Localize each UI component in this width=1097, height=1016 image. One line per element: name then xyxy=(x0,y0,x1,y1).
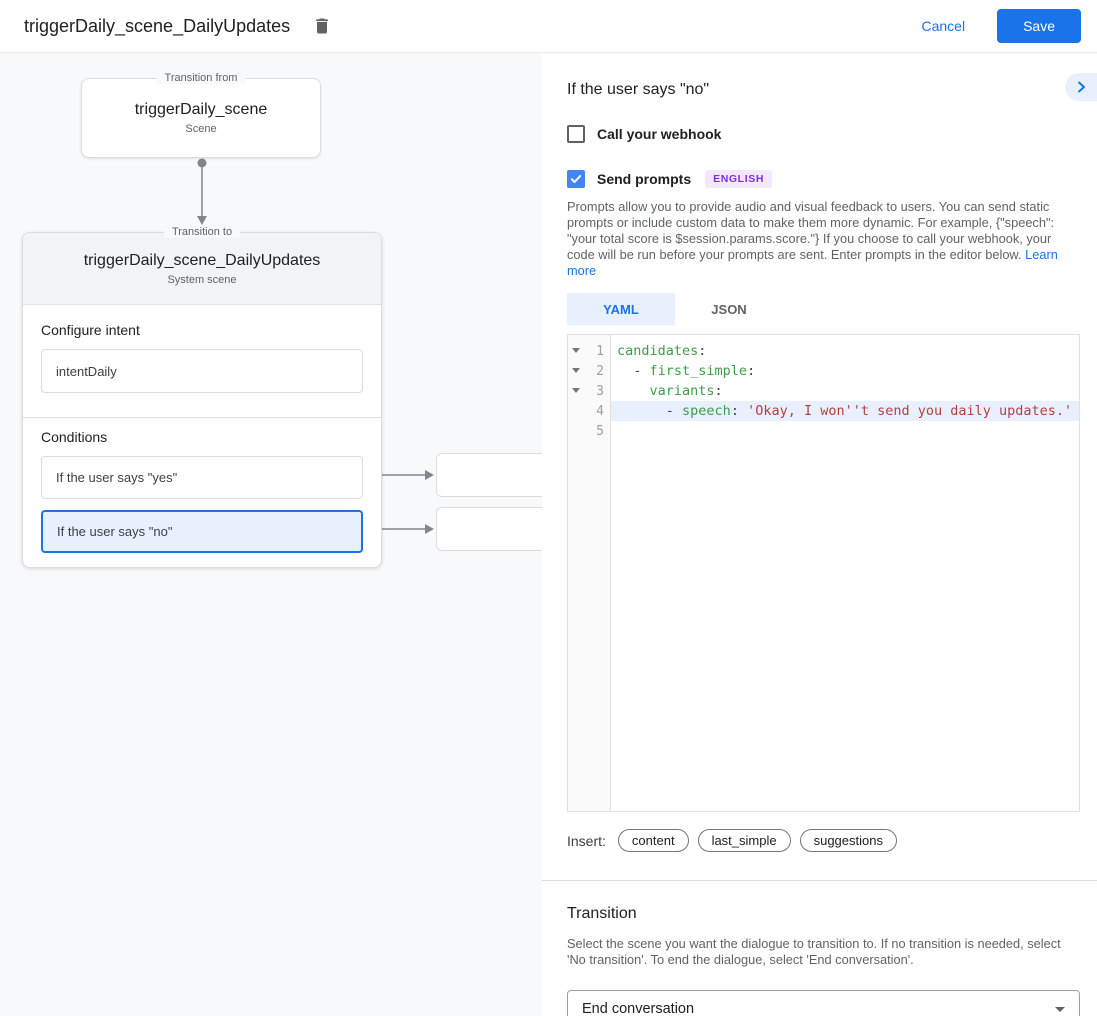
fold-toggle-icon[interactable] xyxy=(572,368,580,373)
code-token: first_simple xyxy=(649,363,748,379)
condition-target-box-no[interactable] xyxy=(436,507,542,551)
call-webhook-row: Call your webhook xyxy=(567,125,1080,143)
insert-label: Insert: xyxy=(567,832,606,849)
panel-title: If the user says "no" xyxy=(567,81,710,98)
line-number: 5 xyxy=(596,423,604,439)
code-line[interactable] xyxy=(611,421,1079,441)
call-webhook-checkbox[interactable] xyxy=(567,125,585,143)
code-token xyxy=(617,383,650,399)
code-token: : xyxy=(698,343,707,359)
condition-detail-panel: If the user says "no" Call your webhook … xyxy=(542,53,1097,1016)
to-scene-name: triggerDaily_scene_DailyUpdates xyxy=(83,251,321,269)
insert-chip-last_simple[interactable]: last_simple xyxy=(697,829,791,852)
insert-chip-suggestions[interactable]: suggestions xyxy=(799,829,897,852)
checkmark-icon xyxy=(570,173,582,185)
transition-description: Select the scene you want the dialogue t… xyxy=(567,936,1061,967)
prompt-code-editor[interactable]: 1 2 3 4 5 candidates: - first_simple: varian… xyxy=(567,334,1080,812)
delete-scene-button[interactable] xyxy=(308,12,336,40)
code-token: 'Okay, I won''t send you daily updates.' xyxy=(747,403,1073,419)
condition-row[interactable]: If the user says "yes" xyxy=(41,456,363,499)
editor-format-tabs: YAML JSON xyxy=(567,293,1080,325)
editor-code-area[interactable]: candidates: - first_simple: variants: - … xyxy=(611,335,1079,811)
code-token: - xyxy=(617,403,683,419)
code-token: variants xyxy=(649,383,715,399)
cancel-button[interactable]: Cancel xyxy=(921,18,966,34)
code-line[interactable]: - speech: 'Okay, I won''t send you daily… xyxy=(611,401,1079,421)
condition-target-box-yes[interactable] xyxy=(436,453,542,497)
insert-row: Insert: content last_simple suggestions xyxy=(567,829,1080,852)
gutter-line: 3 xyxy=(568,381,610,401)
condition-row[interactable]: If the user says "no" xyxy=(41,510,363,553)
call-webhook-label: Call your webhook xyxy=(597,126,722,142)
transition-select[interactable]: End conversation xyxy=(567,990,1080,1016)
transition-to-legend: Transition to xyxy=(163,226,241,238)
code-token: candidates xyxy=(617,343,699,359)
to-scene-header[interactable]: triggerDaily_scene_DailyUpdates System s… xyxy=(23,233,381,305)
top-bar: triggerDaily_scene_DailyUpdates Cancel S… xyxy=(0,0,1097,53)
transition-heading: Transition xyxy=(567,905,637,922)
code-token: : xyxy=(730,403,748,419)
conditions-list: If the user says "yes" If the user says "… xyxy=(41,456,363,553)
collapse-panel-button[interactable] xyxy=(1065,73,1097,101)
conditions-section: Conditions If the user says "yes"If the … xyxy=(23,418,381,553)
gutter-line: 4 xyxy=(568,401,610,421)
line-number: 3 xyxy=(596,383,604,399)
prompts-description-text: Prompts allow you to provide audio and v… xyxy=(567,199,1055,262)
code-token: - xyxy=(617,363,650,379)
fold-toggle-icon[interactable] xyxy=(572,388,580,393)
gutter-line: 1 xyxy=(568,341,610,361)
insert-chip-content[interactable]: content xyxy=(617,829,689,852)
send-prompts-checkbox[interactable] xyxy=(567,170,585,188)
transition-select-value: End conversation xyxy=(582,1001,695,1016)
code-line[interactable]: candidates: xyxy=(611,341,1079,361)
scene-flow-canvas: Transition from triggerDaily_scene Scene… xyxy=(0,53,542,1016)
tab-json[interactable]: JSON xyxy=(711,301,747,317)
configure-intent-label: Configure intent xyxy=(41,322,140,338)
trash-icon xyxy=(312,16,332,36)
conditions-label: Conditions xyxy=(41,429,108,445)
configure-intent-section: Configure intent intentDaily xyxy=(23,305,381,418)
editor-gutter: 1 2 3 4 5 xyxy=(568,335,611,811)
line-number: 4 xyxy=(596,403,604,419)
code-token: : xyxy=(714,383,723,399)
prompts-description: Prompts allow you to provide audio and v… xyxy=(567,199,1079,279)
insert-chips: content last_simple suggestions xyxy=(617,829,897,852)
language-badge: ENGLISH xyxy=(705,170,772,188)
send-prompts-label: Send prompts xyxy=(597,171,692,187)
transition-from-node[interactable]: Transition from triggerDaily_scene Scene xyxy=(81,72,321,158)
to-scene-type: System scene xyxy=(167,273,237,286)
code-line[interactable]: - first_simple: xyxy=(611,361,1079,381)
transition-from-legend: Transition from xyxy=(156,72,246,84)
section-divider xyxy=(542,880,1097,881)
page-title: triggerDaily_scene_DailyUpdates xyxy=(24,15,291,36)
intent-field[interactable]: intentDaily xyxy=(41,349,363,393)
code-line[interactable]: variants: xyxy=(611,381,1079,401)
code-token: speech xyxy=(682,403,731,419)
chevron-right-icon xyxy=(1075,81,1087,93)
save-button[interactable]: Save xyxy=(997,9,1081,43)
transition-to-node: Transition to triggerDaily_scene_DailyUp… xyxy=(22,226,382,568)
tab-yaml[interactable]: YAML xyxy=(567,293,675,325)
line-number: 1 xyxy=(596,343,604,359)
from-scene-name: triggerDaily_scene xyxy=(134,101,268,118)
send-prompts-row: Send prompts ENGLISH xyxy=(567,170,1080,188)
from-scene-type: Scene xyxy=(185,123,217,135)
caret-down-icon xyxy=(1055,1006,1065,1012)
learn-more-link[interactable]: Learn more xyxy=(567,247,1058,278)
code-token: : xyxy=(747,363,756,379)
fold-toggle-icon[interactable] xyxy=(572,348,580,353)
gutter-line: 5 xyxy=(568,421,610,441)
gutter-line: 2 xyxy=(568,361,610,381)
line-number: 2 xyxy=(596,363,604,379)
